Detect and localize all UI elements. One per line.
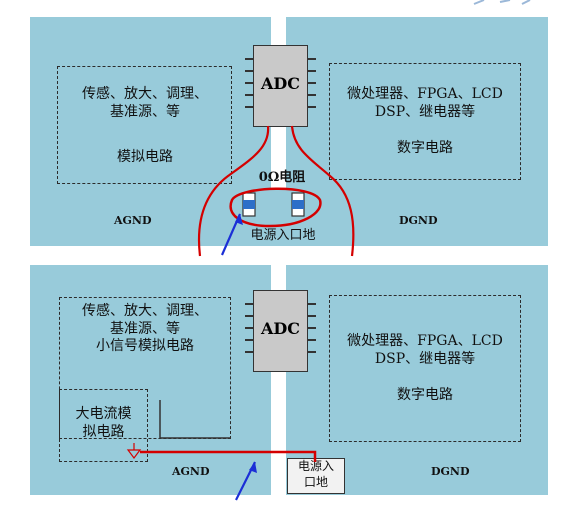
pin: [308, 94, 316, 96]
pin: [245, 106, 253, 108]
pin: [308, 82, 316, 84]
pin: [308, 58, 316, 60]
red-line-right: [290, 125, 355, 257]
bottom-analog-block: [59, 297, 231, 439]
red-ground-line: [140, 450, 317, 462]
corner-decoration: [473, 0, 531, 5]
top-analog-label: 模拟电路: [117, 149, 173, 165]
pin: [245, 315, 253, 317]
pin: [245, 303, 253, 305]
pin: [245, 70, 253, 72]
top-agnd-label: AGND: [114, 214, 152, 227]
top-analog-block: [57, 66, 232, 184]
top-adc-chip: ADC: [253, 45, 308, 127]
top-power-entry-label: 电源入口地: [250, 228, 316, 243]
bottom-adc-label: ADC: [260, 319, 301, 338]
pin: [308, 327, 316, 329]
pin: [245, 82, 253, 84]
pin: [308, 339, 316, 341]
resistor-left: [242, 192, 256, 217]
pin: [245, 94, 253, 96]
pin: [308, 351, 316, 353]
pin: [245, 327, 253, 329]
top-dgnd-label: DGND: [399, 214, 438, 227]
bottom-high-current-block: [59, 389, 148, 462]
top-adc-label: ADC: [260, 74, 301, 93]
bottom-high-current-text: 大电流模 拟电路: [75, 406, 132, 440]
pin: [245, 58, 253, 60]
bottom-adc-chip: ADC: [253, 290, 308, 372]
bottom-agnd-label: AGND: [172, 465, 210, 478]
top-analog-block-text: 传感、放大、调理、 基准源、等: [82, 86, 208, 120]
bottom-power-entry-label: 电源入 口地: [297, 459, 334, 489]
top-digital-block: [329, 63, 521, 180]
pin: [308, 315, 316, 317]
top-digital-block-text: 微处理器、FPGA、LCD DSP、继电器等: [347, 86, 503, 120]
pin: [308, 106, 316, 108]
bottom-digital-block-text: 微处理器、FPGA、LCD DSP、继电器等: [347, 333, 503, 367]
pin: [308, 70, 316, 72]
red-line-left: [197, 125, 270, 257]
bottom-dgnd-label: DGND: [431, 465, 470, 478]
pin: [245, 339, 253, 341]
resistor-right: [291, 192, 305, 217]
pin: [245, 351, 253, 353]
pin: [308, 303, 316, 305]
bottom-analog-ground-trace: [159, 400, 231, 439]
top-digital-label: 数字电路: [397, 140, 453, 156]
bottom-analog-block-text: 传感、放大、调理、 基准源、等 小信号模拟电路: [82, 303, 208, 354]
top-resistor-label: 0Ω电阻: [258, 170, 306, 185]
bottom-digital-block: [329, 295, 521, 442]
ground-symbol-icon: [126, 443, 142, 459]
bottom-digital-label: 数字电路: [397, 387, 453, 403]
